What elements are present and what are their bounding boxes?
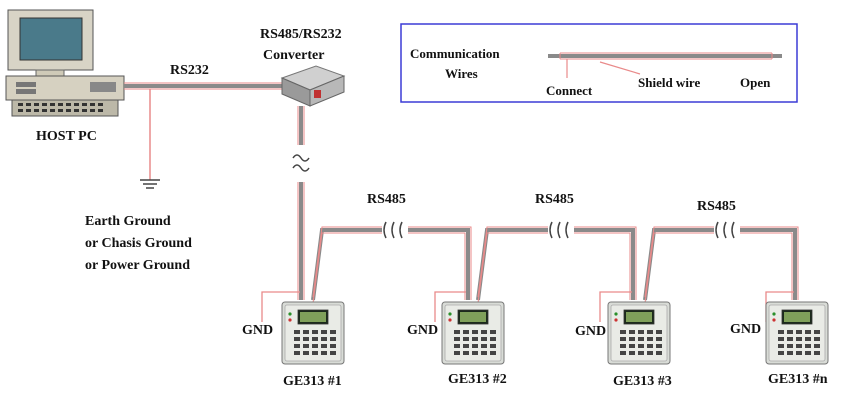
legend-shield: Shield wire	[638, 75, 700, 90]
device-1-name: GE313 #1	[283, 374, 342, 389]
ground-line2: or Chasis Ground	[85, 236, 192, 251]
gnd-label-n: GND	[730, 322, 761, 337]
legend-box	[400, 23, 798, 103]
bus-label-3: RS485	[697, 199, 736, 214]
device-1-icon	[281, 301, 345, 365]
rs485-bus-cable	[311, 226, 799, 304]
rs232-cable	[124, 82, 284, 90]
device-2-name: GE313 #2	[448, 372, 507, 387]
rs485-trunk-cable	[292, 106, 310, 300]
host-pc-label: HOST PC	[36, 129, 97, 144]
earth-ground-icon	[140, 89, 160, 189]
ground-line3: or Power Ground	[85, 258, 190, 273]
gnd-label-1: GND	[242, 323, 273, 338]
bus-label-1: RS485	[367, 192, 406, 207]
legend-connect: Connect	[546, 83, 593, 98]
converter-label-1: RS485/RS232	[260, 27, 342, 42]
host-pc-icon	[5, 9, 125, 117]
gnd-label-3: GND	[575, 324, 606, 339]
device-3-icon	[607, 301, 671, 365]
cable-break-icon	[383, 221, 735, 239]
converter-box-icon	[280, 65, 346, 107]
converter-label-2: Converter	[263, 48, 324, 63]
gnd-wires	[261, 291, 794, 322]
legend-open: Open	[740, 75, 771, 90]
rs232-label: RS232	[170, 63, 209, 78]
gnd-label-2: GND	[407, 323, 438, 338]
device-2-icon	[441, 301, 505, 365]
bus-label-2: RS485	[535, 192, 574, 207]
device-3-name: GE313 #3	[613, 374, 672, 389]
device-n-name: GE313 #n	[768, 372, 828, 387]
device-n-icon	[765, 301, 829, 365]
ground-line1: Earth Ground	[85, 214, 171, 229]
legend-title-2: Wires	[445, 66, 478, 81]
legend-title-1: Communication	[410, 46, 500, 61]
